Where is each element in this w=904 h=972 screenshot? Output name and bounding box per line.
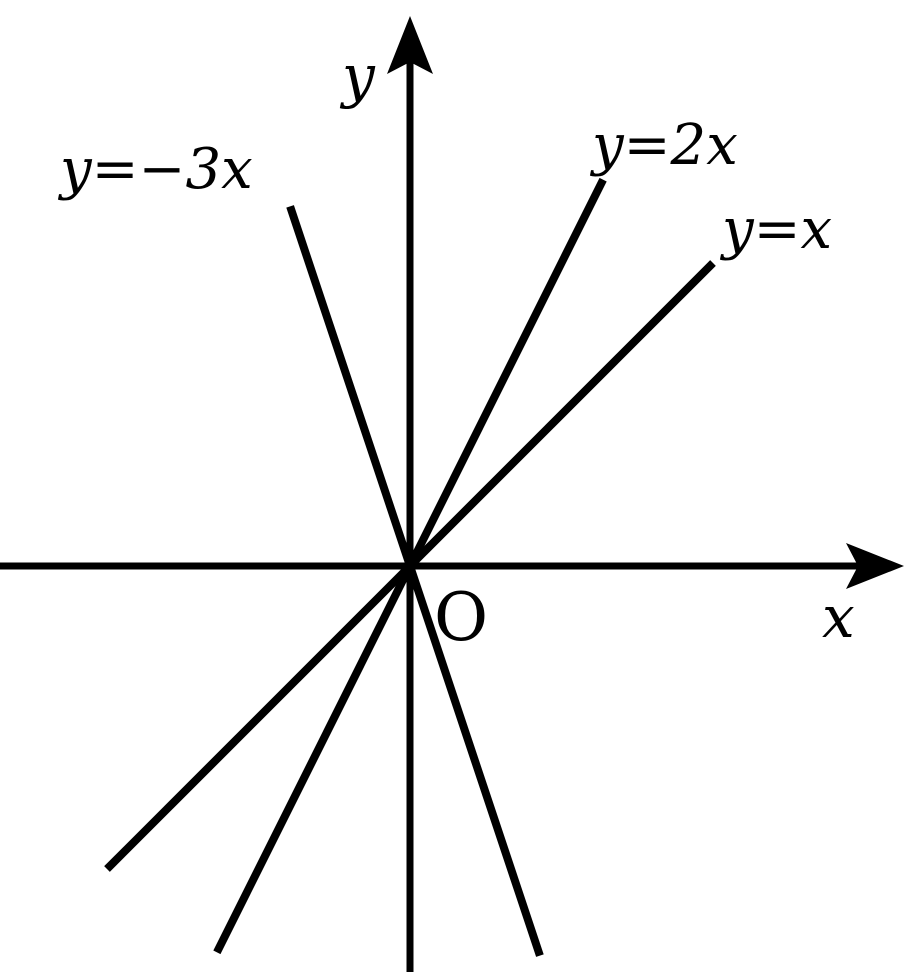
origin-label: O xyxy=(434,579,488,656)
series-line-1 xyxy=(286,205,544,957)
series-line-3 xyxy=(104,260,716,872)
x-axis-label: x xyxy=(822,583,855,651)
x-axis-arrowhead xyxy=(846,543,904,589)
series-label-y-eq-2x: y=2x xyxy=(589,113,738,178)
y-axis-label: y xyxy=(339,42,376,110)
y-axis-arrowhead xyxy=(387,16,433,74)
series-label-y-eq-x: y=x xyxy=(719,197,832,262)
series-label-y-eq-neg3x: y=−3x xyxy=(57,137,253,202)
series-lines xyxy=(104,177,716,957)
